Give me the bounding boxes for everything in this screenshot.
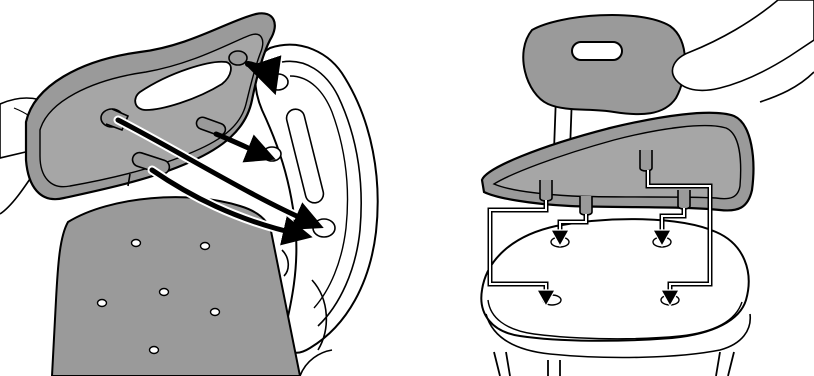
seat-pad bbox=[24, 12, 276, 201]
backrest bbox=[522, 14, 686, 116]
connector-lines bbox=[487, 170, 713, 296]
peg-icon bbox=[677, 190, 691, 210]
peg-icon bbox=[639, 150, 653, 172]
chair-legs bbox=[493, 351, 735, 376]
hand-icon bbox=[671, 0, 814, 103]
arrow-icon bbox=[115, 117, 324, 230]
handle-slot bbox=[571, 41, 623, 61]
peg-icon bbox=[228, 50, 248, 66]
arrow-icon bbox=[651, 229, 673, 248]
arrow-icon bbox=[659, 289, 681, 308]
seat-base bbox=[480, 218, 751, 359]
cushion bbox=[480, 111, 755, 216]
left-panel bbox=[0, 12, 379, 376]
seat-body bbox=[50, 196, 333, 376]
hole-icon bbox=[312, 218, 336, 238]
arrow-icon bbox=[535, 289, 557, 308]
peg-icon bbox=[579, 196, 593, 216]
arrow-icon bbox=[245, 55, 282, 96]
peg-icon bbox=[539, 180, 553, 202]
right-arrows bbox=[535, 229, 681, 308]
arrow-icon bbox=[549, 229, 571, 248]
right-panel bbox=[480, 0, 814, 376]
backrest-shell bbox=[254, 43, 379, 354]
hole-icon bbox=[262, 146, 282, 162]
peg-icon bbox=[195, 116, 227, 137]
arrow-icon bbox=[149, 167, 313, 246]
left-arrows bbox=[113, 55, 324, 246]
arrow-icon bbox=[213, 131, 276, 163]
